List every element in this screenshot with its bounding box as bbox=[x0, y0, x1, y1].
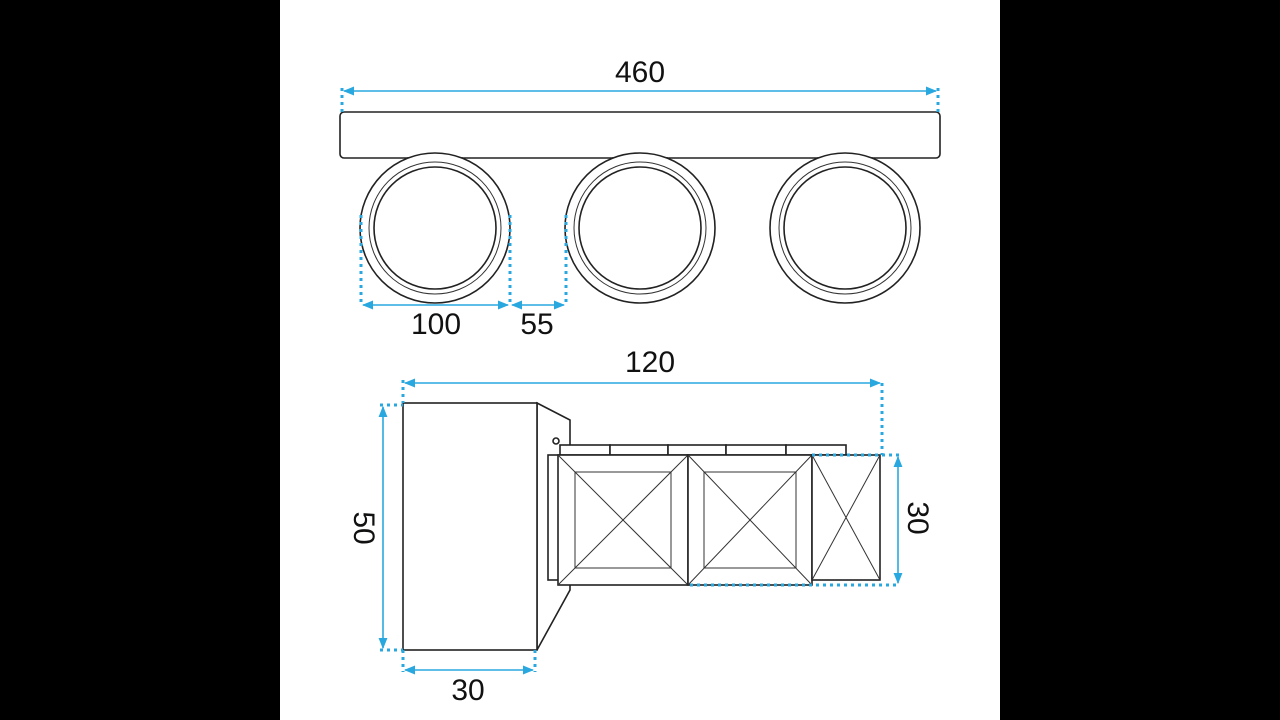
side-view: 120 50 30 30 bbox=[347, 346, 934, 707]
dimension-label-crystal-height: 30 bbox=[901, 501, 934, 534]
crystal-3 bbox=[811, 454, 881, 581]
dimension-460: 460 bbox=[340, 56, 940, 112]
dimension-label-projection: 120 bbox=[625, 346, 675, 379]
dimension-label-base-depth: 30 bbox=[451, 674, 484, 707]
mount-box bbox=[402, 402, 538, 651]
dimension-100: 100 bbox=[359, 215, 512, 341]
shade-2 bbox=[564, 152, 716, 304]
dimension-50: 50 bbox=[347, 403, 403, 652]
crystal-2 bbox=[687, 454, 813, 586]
shade-3 bbox=[769, 152, 921, 304]
top-view: 460 100 55 bbox=[339, 56, 941, 341]
mounting-bar bbox=[339, 111, 941, 159]
dimension-55: 55 bbox=[510, 215, 568, 341]
dimension-30-crystal: 30 bbox=[690, 453, 934, 587]
dimension-label-height: 50 bbox=[347, 511, 380, 544]
dimension-label-diameter: 100 bbox=[411, 308, 461, 341]
dimension-label-length: 460 bbox=[615, 56, 665, 89]
crystal-1 bbox=[557, 454, 689, 586]
shade-1 bbox=[359, 152, 511, 304]
dimension-120: 120 bbox=[401, 346, 884, 455]
dimension-30-base: 30 bbox=[401, 650, 537, 707]
dimension-label-gap: 55 bbox=[520, 308, 553, 341]
crystal-strip-top bbox=[559, 444, 847, 456]
